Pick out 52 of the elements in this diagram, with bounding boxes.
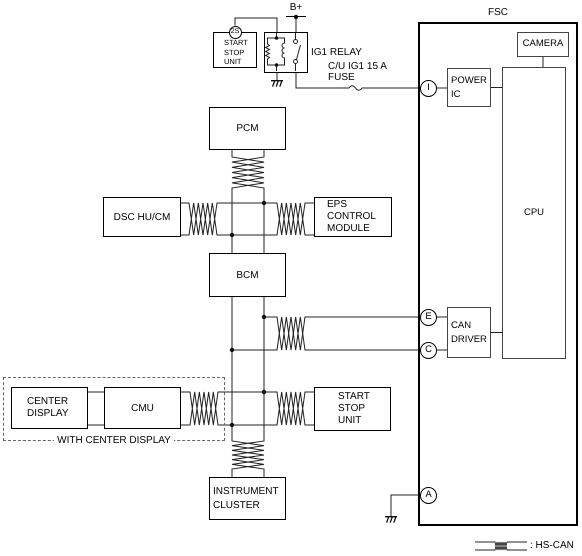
twisted-pair-cable [232, 316, 264, 478]
wire [234, 18, 278, 32]
relay-caption: IG1 RELAY [311, 47, 362, 59]
legend-text: : HS-CAN [530, 540, 574, 552]
connector-label: A [425, 488, 432, 502]
wire [276, 72, 278, 80]
module-label: PCM [236, 122, 259, 136]
module-box [209, 253, 286, 297]
wire [390, 494, 420, 516]
module-box [502, 67, 566, 359]
wire [88, 392, 104, 426]
module-label: CENTER DISPLAY [27, 396, 70, 420]
twisted-pair-cable [232, 150, 264, 254]
connector-label: C [425, 342, 432, 357]
twisted-pair-cable [180, 392, 314, 426]
module-box [209, 477, 286, 520]
twisted-wire [232, 316, 420, 350]
twisted-pair-cable [180, 202, 314, 236]
module-box [447, 307, 491, 358]
wire [542, 56, 544, 68]
connector-label: I [427, 80, 430, 95]
module-label: EPS CONTROL MODULE [327, 199, 377, 235]
module-box [314, 387, 391, 431]
module-box [104, 387, 181, 429]
module-label: POWER IC [451, 74, 488, 102]
wire [490, 332, 502, 333]
module-label: BCM [236, 268, 259, 282]
module-box [314, 197, 392, 237]
unit-title: FSC [488, 7, 508, 19]
supply-label: B+ [290, 2, 302, 14]
module-box [103, 197, 181, 237]
module-label: CPU [524, 206, 544, 220]
module-label: DSC HU/CM [114, 210, 170, 224]
module-box [11, 387, 88, 429]
ground-symbol [271, 80, 283, 87]
wire [436, 316, 448, 318]
module-label: CAN DRIVER [451, 318, 488, 346]
twisted-wire [264, 316, 420, 350]
wire [490, 87, 502, 88]
module-label: CMU [131, 402, 154, 416]
wire-with-fuse [296, 72, 420, 91]
module-box [209, 107, 286, 150]
module-box [213, 32, 257, 68]
module-box [447, 68, 491, 107]
module-box [517, 32, 569, 57]
group-caption: WITH CENTER DISPLAY [54, 434, 174, 446]
module-label: INSTRUMENT CLUSTER [213, 484, 280, 512]
supply-terminal [286, 2, 306, 17]
connector-label: E [425, 310, 432, 324]
ground-symbol [385, 516, 397, 523]
module-label: START STOP UNIT [338, 391, 371, 427]
module-label: CAMERA [522, 37, 564, 52]
